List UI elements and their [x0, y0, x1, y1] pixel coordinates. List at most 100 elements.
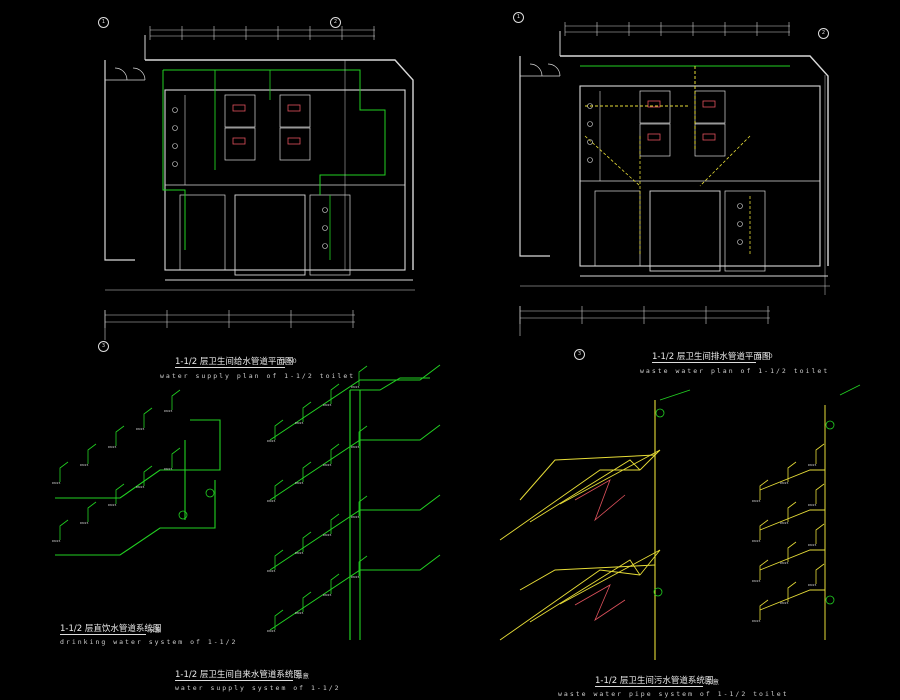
pipe-label: DN15	[267, 569, 275, 573]
riser-marker	[825, 595, 835, 605]
waste-lateral	[759, 469, 825, 491]
pipe-label: DN15	[164, 467, 172, 471]
grid-bubble-right-top: 1	[513, 12, 524, 23]
branch-pipe	[330, 443, 340, 464]
branch-pipe	[358, 365, 368, 386]
branch-pipe	[759, 559, 769, 580]
supply-pipe	[162, 70, 186, 250]
branch-pipe	[330, 573, 340, 594]
basin-fixture	[172, 161, 178, 167]
boiler-room	[649, 190, 721, 272]
drinking-system-title-underline	[60, 634, 146, 635]
waste-lateral	[759, 509, 825, 531]
grid-bubble-left-right: 2	[330, 17, 341, 28]
pipe-label: DN15	[52, 539, 60, 543]
branch-pipe	[815, 483, 825, 504]
basin-fixture	[737, 239, 743, 245]
waste-branch	[519, 564, 656, 591]
pipe-label: DN15	[295, 551, 303, 555]
pipe-label: DN15	[351, 515, 359, 519]
supply-branch	[269, 494, 441, 571]
branch-pipe	[115, 425, 125, 446]
riser-marker	[653, 587, 663, 597]
branch-pipe	[143, 465, 153, 486]
pipe-label: DN15	[351, 445, 359, 449]
supply-plan-title: 1-1/2 层卫生间给水管道平面图	[175, 357, 294, 367]
pipe-label: DN15	[164, 409, 172, 413]
stall	[639, 90, 671, 124]
branch-pipe	[759, 479, 769, 500]
pipe-label: DN15	[752, 539, 760, 543]
branch-pipe	[59, 519, 69, 540]
supply-plan-title-underline	[175, 367, 285, 368]
branch-pipe	[815, 443, 825, 464]
branch-pipe	[330, 513, 340, 534]
door-arc	[529, 63, 543, 77]
pipe-label: DN15	[80, 521, 88, 525]
stall	[279, 127, 311, 161]
vent-pipe	[574, 479, 626, 522]
pipe-label: DN15	[323, 463, 331, 467]
basin-fixture	[737, 203, 743, 209]
branch-pipe	[787, 541, 797, 562]
drinking-system-scale: 示意	[148, 626, 161, 634]
door-arc	[547, 63, 561, 77]
branch-pipe	[171, 447, 181, 468]
supply-stub	[659, 389, 691, 401]
exterior-wall	[519, 56, 550, 257]
exterior-wall	[104, 60, 135, 261]
basin-fixture	[322, 225, 328, 231]
stall	[224, 94, 256, 128]
waste-system-scale: 示意	[706, 678, 719, 686]
waste-lateral	[759, 549, 825, 571]
building-wall	[560, 55, 829, 266]
pipe-label: DN15	[808, 503, 816, 507]
supply-stub	[839, 384, 861, 396]
grid-bubble-left-top: 1	[98, 17, 109, 28]
branch-pipe	[302, 401, 312, 422]
waste-branch	[519, 454, 656, 501]
waste-pipe	[584, 135, 641, 187]
toilet-fixture	[647, 100, 661, 108]
pipe-label: DN15	[323, 593, 331, 597]
basin-fixture	[322, 207, 328, 213]
branch-pipe	[815, 563, 825, 584]
branch-pipe	[274, 479, 284, 500]
toilet-fixture	[232, 137, 246, 145]
basin-fixture	[587, 157, 593, 163]
waste-plan-subtitle: waste water plan of 1-1/2 toilet	[640, 367, 830, 375]
pipe-label: DN15	[108, 503, 116, 507]
waste-lateral	[559, 449, 661, 505]
waste-pipe	[699, 135, 751, 187]
toilet-fixture	[702, 133, 716, 141]
branch-pipe	[115, 483, 125, 504]
supply-branch	[269, 424, 441, 501]
supply-pipe	[163, 69, 386, 195]
pipe-label: DN15	[80, 463, 88, 467]
pipe-label: DN15	[780, 601, 788, 605]
pipe-label: DN15	[136, 485, 144, 489]
waste-plan-scale: 1:50	[758, 352, 773, 360]
branch-pipe	[358, 425, 368, 446]
grid-bubble-right-right: 2	[818, 28, 829, 39]
pipe-label: DN15	[136, 427, 144, 431]
branch-pipe	[143, 407, 153, 428]
branch-pipe	[171, 389, 181, 410]
branch-pipe	[87, 501, 97, 522]
riser-marker	[178, 510, 188, 520]
waste-lateral	[559, 549, 661, 605]
pipe-label: DN15	[752, 619, 760, 623]
supply-system-subtitle: water supply system of 1-1/2	[175, 684, 341, 692]
waste-lateral	[499, 469, 640, 541]
branch-pipe	[274, 419, 284, 440]
branch-pipe	[759, 599, 769, 620]
branch-pipe	[815, 523, 825, 544]
basin-fixture	[172, 107, 178, 113]
pipe-label: DN15	[52, 481, 60, 485]
riser-marker	[825, 420, 835, 430]
branch-pipe	[330, 383, 340, 404]
branch-pipe	[759, 519, 769, 540]
basin-fixture	[737, 221, 743, 227]
pipe-label: DN15	[808, 583, 816, 587]
